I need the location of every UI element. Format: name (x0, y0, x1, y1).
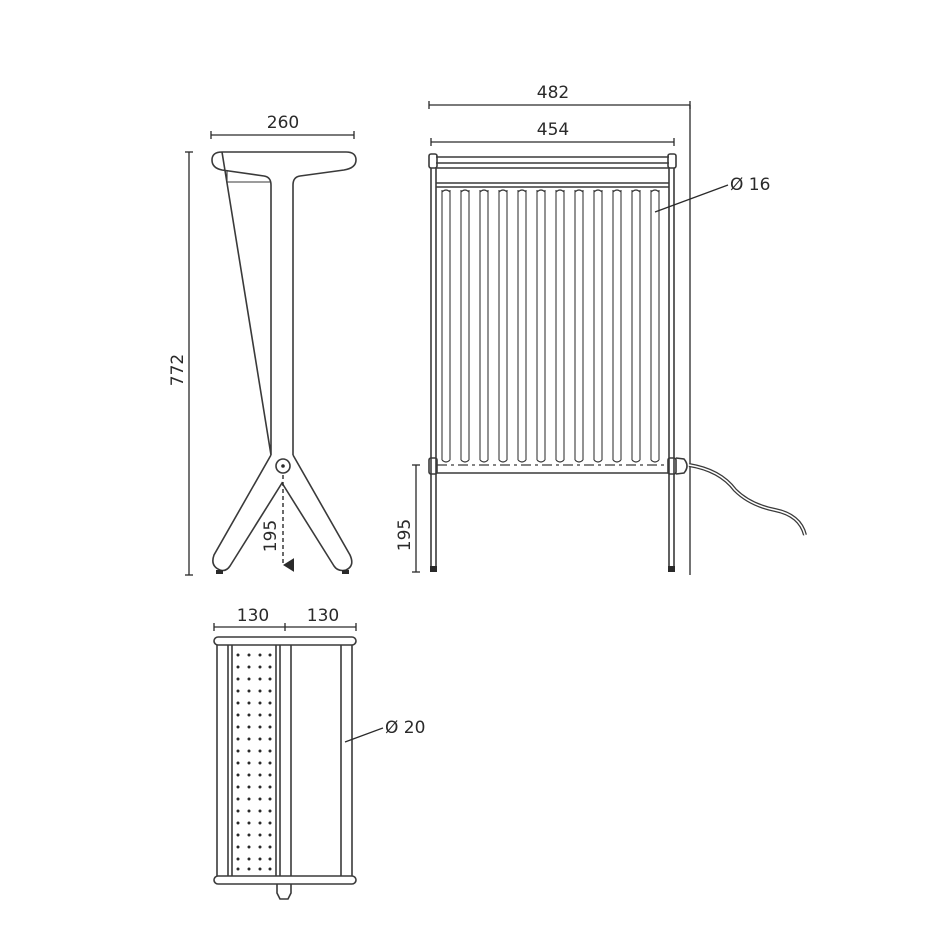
top-tube-diameter-label: Ø 20 (385, 718, 425, 738)
front-tube-diameter-label: Ø 16 (730, 175, 770, 195)
top-depth-dimension: 130 130 (213, 606, 357, 631)
front-overall-width-label: 482 (537, 83, 569, 103)
side-height-label: 772 (168, 354, 188, 386)
front-panel-width-dimension: 454 (430, 120, 675, 146)
front-overall-width-dimension: 482 (428, 83, 691, 575)
side-bracket (226, 170, 271, 183)
top-left-depth-label: 130 (237, 606, 269, 626)
side-leg-height-label: 195 (261, 520, 281, 552)
side-width-dimension: 260 (210, 113, 355, 139)
front-plug-cap (675, 457, 688, 475)
front-leg-height-label: 195 (395, 519, 415, 551)
side-height-dimension: 772 (168, 151, 193, 576)
top-right-depth-label: 130 (307, 606, 339, 626)
front-leg-height-dimension: 195 (395, 464, 420, 573)
top-plug (276, 884, 292, 900)
front-view: 482 454 (395, 83, 807, 575)
top-view: 130 130 (213, 606, 425, 900)
side-pivot-icon (275, 458, 291, 474)
front-panel-width-label: 454 (537, 120, 569, 140)
side-width-label: 260 (267, 113, 299, 133)
front-tubes (441, 189, 660, 463)
perforated-panel (236, 653, 272, 871)
side-view: 260 772 195 (168, 113, 357, 576)
side-top-shelf (211, 151, 357, 456)
side-legs (212, 454, 353, 572)
